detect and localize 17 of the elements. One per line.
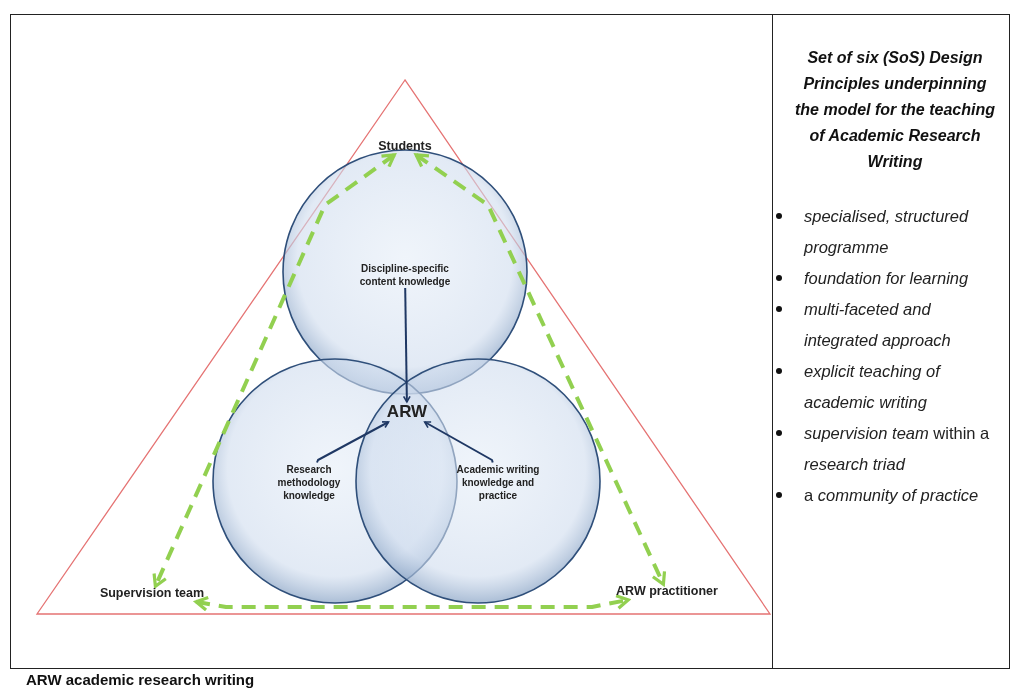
circle-label: Academic writing knowledge and practice xyxy=(446,462,550,502)
caption: ARW academic research writing xyxy=(26,671,255,688)
circle-label: Discipline-specific content knowledge xyxy=(343,262,467,288)
bullet-text: foundation for learning xyxy=(804,268,969,289)
dashed-double-arrow xyxy=(152,153,396,588)
corner-label: Students xyxy=(378,139,432,155)
dashed-double-arrow xyxy=(194,594,630,612)
dashed-double-arrow xyxy=(414,153,667,586)
corner-label: ARW practitioner xyxy=(616,584,718,600)
center-label: ARW xyxy=(386,402,428,422)
arrow xyxy=(316,421,390,464)
panel-heading: Set of six (SoS) Design Principles underpinning the model for the teaching of Academic Research Writing xyxy=(794,48,996,172)
circle-label: Research methodology knowledge xyxy=(264,462,354,502)
bullet-text: a community of practice xyxy=(804,485,979,506)
corner-label: Supervision team xyxy=(99,586,205,602)
arrow xyxy=(423,421,494,464)
arrow xyxy=(402,287,411,403)
